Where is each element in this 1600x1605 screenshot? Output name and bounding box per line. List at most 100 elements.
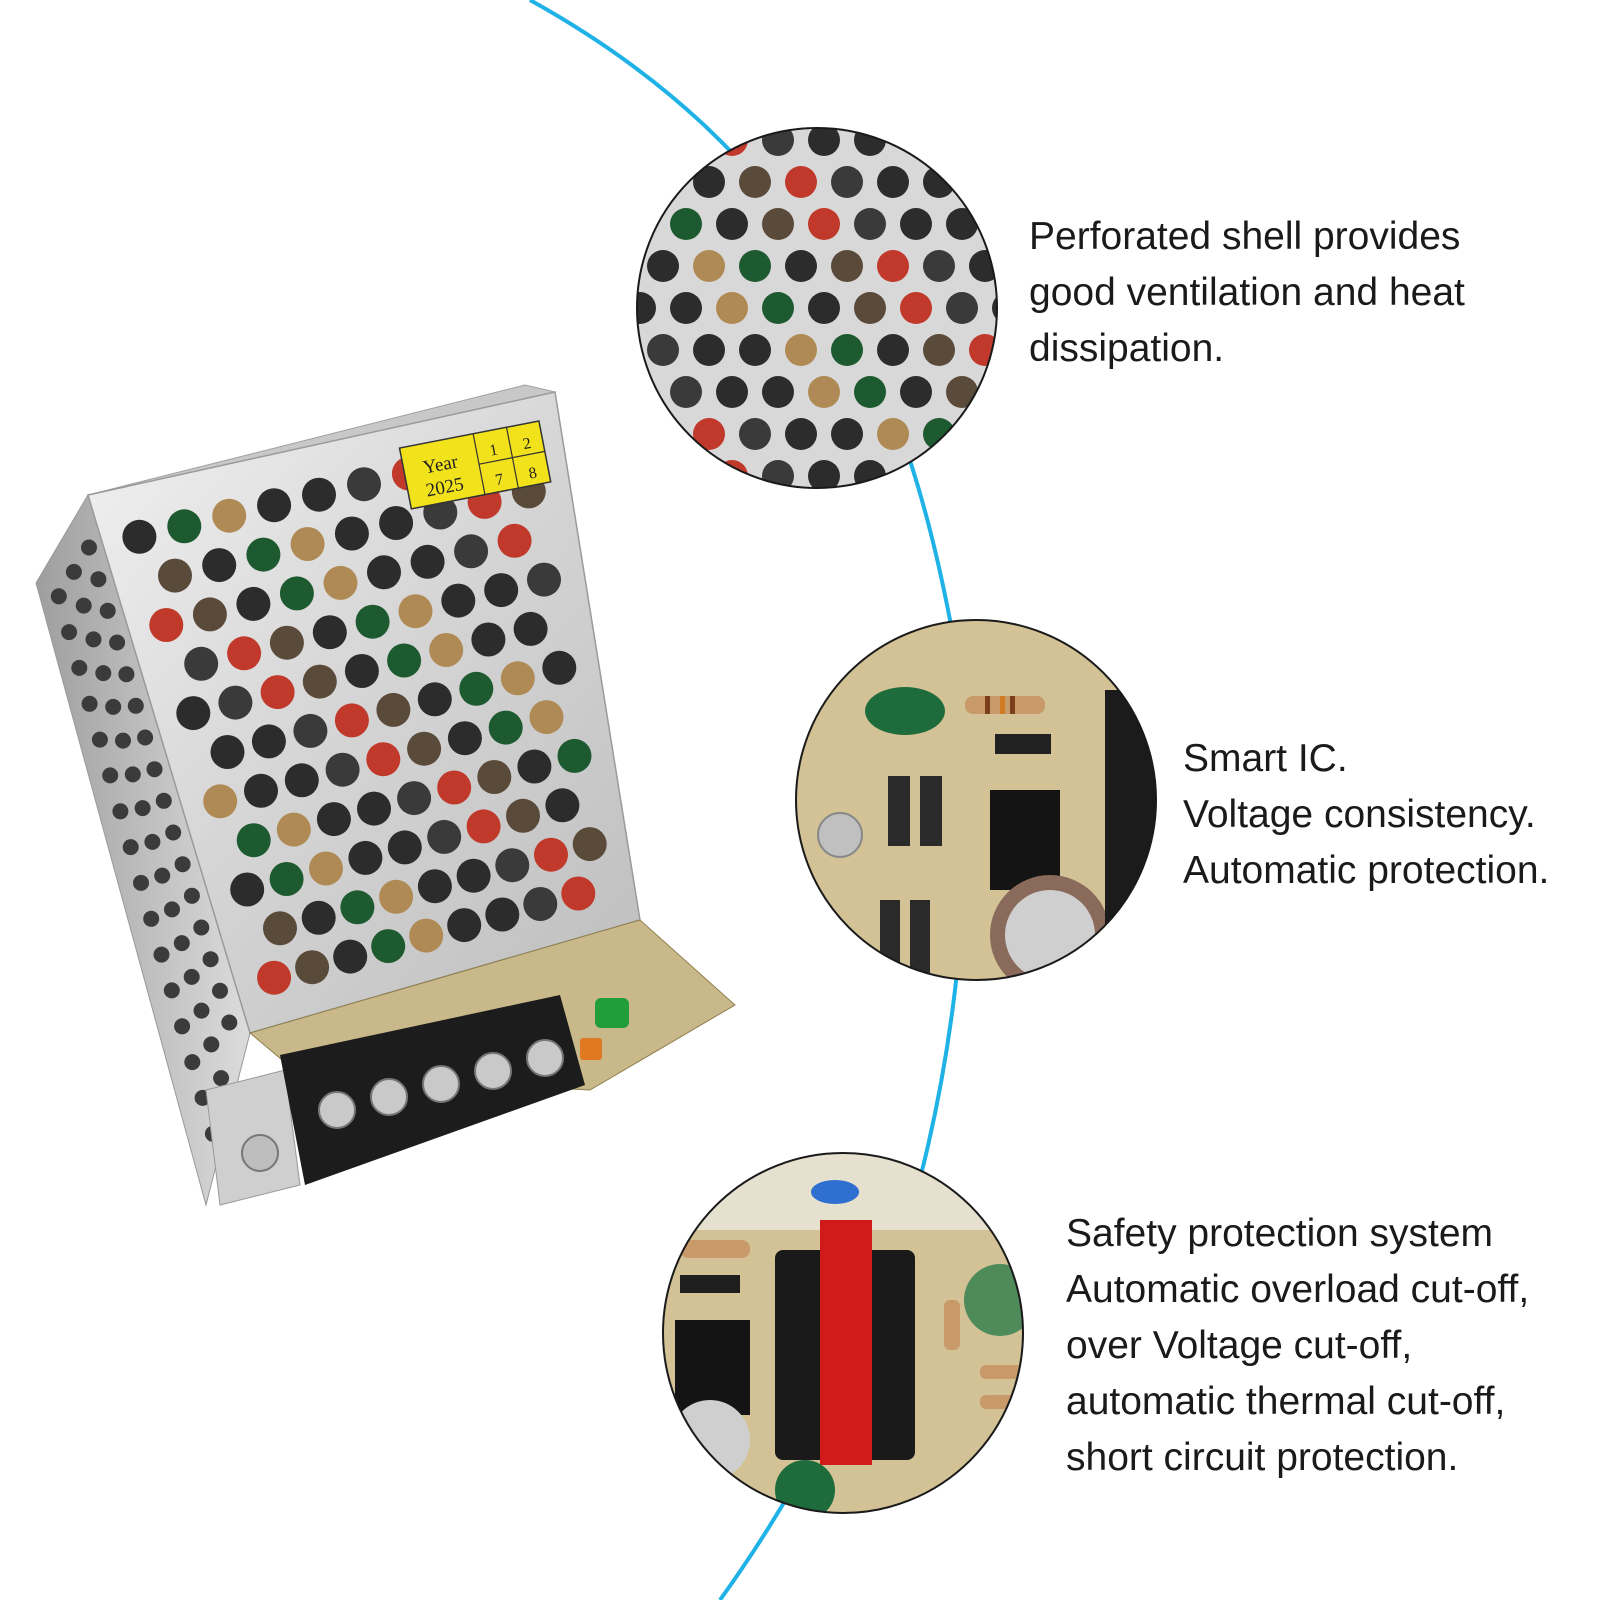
vent-hole — [276, 812, 311, 847]
vent-hole — [65, 563, 82, 580]
vent-hole — [831, 334, 863, 366]
vent-hole — [174, 1018, 191, 1035]
vent-hole — [946, 460, 978, 488]
vent-hole — [831, 166, 863, 198]
vent-hole — [124, 766, 141, 783]
vent-hole — [456, 858, 491, 893]
vent-hole — [877, 418, 909, 450]
vent-hole — [202, 548, 237, 583]
vent-hole — [545, 788, 580, 823]
vent-hole — [99, 602, 116, 619]
vent-hole — [257, 960, 292, 995]
side-vent-holes — [50, 539, 238, 1142]
label-cell: 1 — [488, 442, 499, 460]
vent-hole — [398, 594, 433, 629]
vent-hole — [133, 874, 149, 891]
vent-hole — [115, 732, 131, 749]
vent-hole — [969, 250, 997, 282]
vent-hole — [716, 376, 748, 408]
vent-hole — [484, 573, 519, 608]
vent-hole — [785, 250, 817, 282]
vent-hole — [202, 951, 219, 968]
vent-hole — [269, 862, 304, 896]
terminal-screw — [474, 1052, 512, 1090]
vent-hole — [693, 418, 725, 450]
vent-hole — [992, 460, 997, 488]
vent-hole — [417, 682, 452, 717]
vent-hole — [246, 537, 281, 572]
vent-hole — [647, 334, 679, 366]
vent-hole — [877, 334, 909, 366]
terminal-screw — [370, 1078, 408, 1116]
vent-hole — [112, 803, 129, 820]
power-supply-unit — [35, 384, 736, 1207]
vent-hole — [693, 334, 725, 366]
vent-hole — [367, 555, 401, 590]
perforated-shell-closeup-icon — [636, 127, 1047, 489]
vent-hole — [85, 631, 102, 648]
vent-hole — [637, 460, 656, 488]
vent-hole — [212, 498, 247, 533]
vent-hole — [158, 558, 192, 593]
vent-hole — [122, 839, 139, 856]
vent-hole — [517, 749, 552, 784]
vent-hole — [670, 292, 702, 324]
vent-hole — [109, 634, 126, 651]
vent-hole — [95, 665, 112, 682]
vent-hole — [831, 250, 863, 282]
vent-hole — [183, 887, 200, 904]
vent-hole — [454, 534, 489, 569]
vent-hole — [485, 897, 520, 932]
vent-hole — [739, 418, 771, 450]
vent-hole — [647, 250, 679, 282]
vent-hole — [257, 488, 292, 523]
vent-hole — [334, 516, 369, 551]
vent-hole — [946, 376, 978, 408]
vent-hole — [260, 675, 295, 710]
vent-hole — [637, 376, 656, 408]
vent-hole — [670, 128, 702, 156]
feature-line: good ventilation and heat — [1029, 271, 1465, 314]
vent-hole — [176, 696, 211, 731]
vent-hole — [183, 968, 200, 985]
vent-hole — [495, 848, 530, 883]
vent-hole — [647, 166, 679, 198]
vent-hole — [347, 467, 381, 502]
vent-hole — [143, 910, 160, 927]
vent-hole — [221, 1014, 238, 1031]
vent-hole — [854, 208, 886, 240]
vent-hole — [134, 800, 151, 817]
vent-hole — [293, 713, 328, 748]
vent-hole — [203, 784, 238, 819]
vent-hole — [301, 900, 336, 935]
vent-hole — [165, 824, 182, 841]
feature-line: Perforated shell provides — [1029, 215, 1461, 258]
vent-hole — [118, 666, 135, 683]
vent-hole — [534, 837, 568, 872]
feature-line: Voltage consistency. — [1183, 793, 1536, 836]
vent-hole — [808, 128, 840, 156]
feature-line: automatic thermal cut-off, — [1066, 1380, 1506, 1423]
vent-hole — [647, 418, 679, 450]
vent-hole — [137, 729, 154, 746]
vent-hole — [992, 128, 997, 156]
vent-hole — [340, 890, 375, 925]
vent-hole — [236, 586, 271, 621]
vent-hole — [785, 334, 817, 366]
vent-hole — [488, 710, 523, 745]
vent-hole — [279, 576, 314, 611]
vent-hole — [163, 982, 180, 999]
vent-hole — [529, 700, 564, 735]
feature-line: Smart IC. — [1183, 737, 1348, 780]
vent-hole — [693, 166, 725, 198]
vent-hole — [379, 879, 414, 914]
vent-hole — [334, 703, 369, 738]
safety-circuit-closeup-icon — [662, 1152, 1024, 1514]
vent-hole — [447, 908, 482, 943]
vent-hole — [437, 770, 472, 805]
feature-line: Safety protection system — [1066, 1212, 1494, 1255]
vent-hole — [397, 781, 432, 816]
vent-hole — [1015, 418, 1047, 450]
vent-hole — [447, 721, 482, 756]
